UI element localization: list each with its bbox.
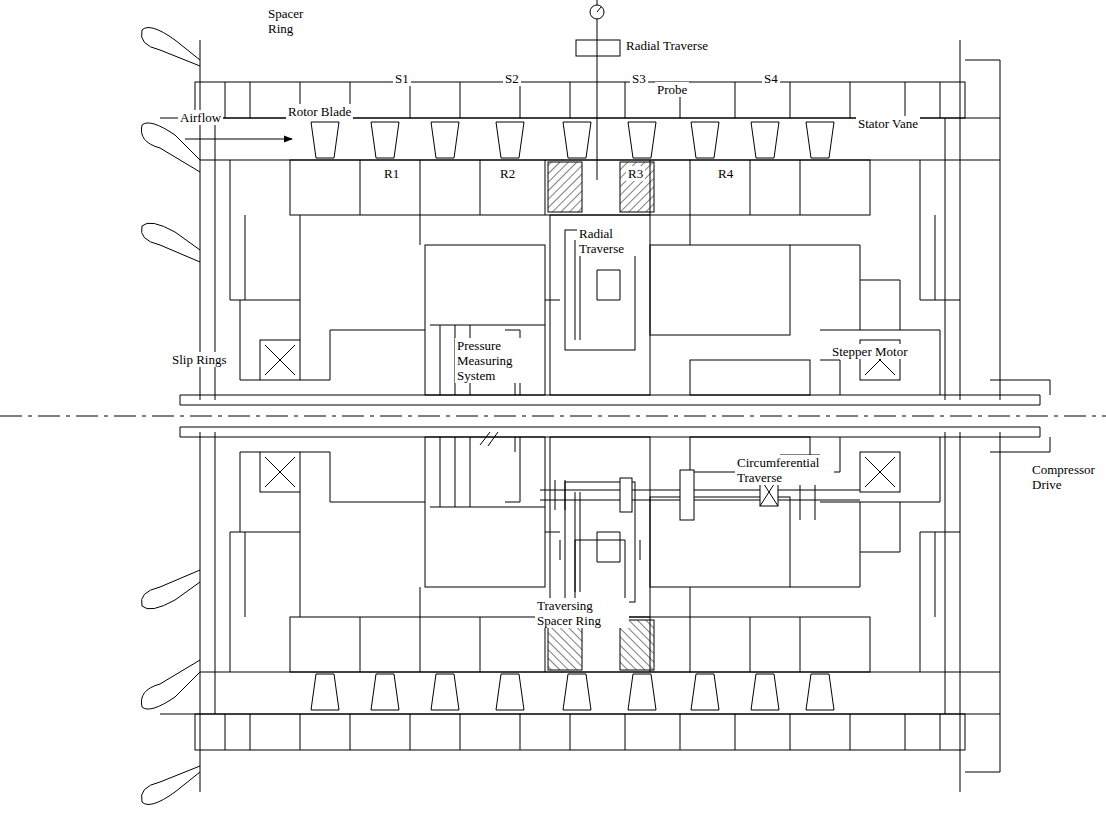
part-label: Traversing Spacer Ring bbox=[535, 598, 629, 628]
part-label: Stepper Motor bbox=[830, 344, 909, 359]
part-label: Radial Traverse bbox=[577, 226, 641, 256]
part-label: Probe bbox=[655, 82, 689, 97]
part-label: R4 bbox=[716, 166, 735, 181]
part-label: Circumferential Traverse bbox=[735, 455, 834, 485]
part-label: Radial Traverse bbox=[624, 38, 710, 53]
part-label: Pressure Measuring System bbox=[455, 338, 539, 383]
part-label: Rotor Blade bbox=[286, 104, 353, 119]
part-label: Spacer Ring bbox=[266, 6, 318, 36]
part-label: Airflow bbox=[178, 110, 223, 125]
part-label: S3 bbox=[630, 71, 648, 86]
part-label: S4 bbox=[762, 71, 780, 86]
part-label: Slip Rings bbox=[170, 352, 229, 367]
part-label: R3 bbox=[626, 166, 645, 181]
part-label: S2 bbox=[503, 71, 521, 86]
part-label: Compressor Drive bbox=[1030, 462, 1102, 492]
part-label: S1 bbox=[393, 71, 411, 86]
part-label: R1 bbox=[382, 166, 401, 181]
part-label: R2 bbox=[498, 166, 517, 181]
part-label: Stator Vane bbox=[856, 116, 920, 131]
